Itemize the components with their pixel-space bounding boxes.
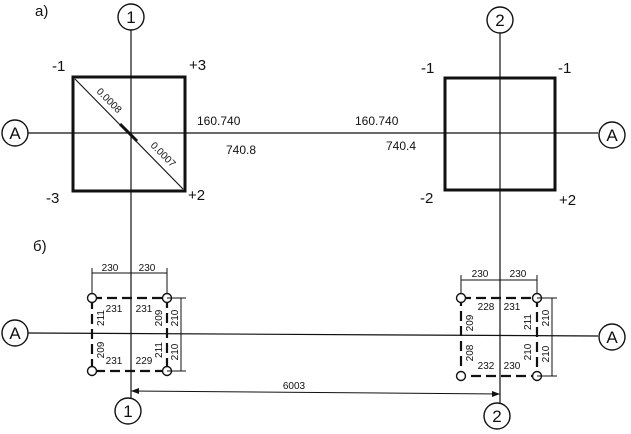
column-1-outline <box>71 75 187 193</box>
span-dimension: 6003 <box>130 381 501 397</box>
dim-left-outer-top: 210 <box>170 309 181 326</box>
svg-text:1: 1 <box>126 8 135 27</box>
dim-right-right-bot: 210 <box>523 343 534 360</box>
dim-right-top-a: 230 <box>472 269 489 280</box>
dim-right-inner-tl: 228 <box>478 302 495 313</box>
dim-left-right-top: 209 <box>154 309 165 326</box>
svg-text:2: 2 <box>492 407 501 426</box>
panel-a-label: а) <box>35 3 48 20</box>
axis-1-bottom-marker: 1 <box>114 397 142 425</box>
elev-right-top: 160.740 <box>355 114 399 128</box>
dim-right-left-bot: 208 <box>465 344 476 361</box>
corner-left-br: +2 <box>188 187 205 204</box>
axis-a-right-marker-bottom: A <box>598 323 626 351</box>
svg-text:A: A <box>9 324 21 343</box>
corner-right-br: +2 <box>559 192 576 209</box>
svg-text:A: A <box>606 328 618 347</box>
dim-right-inner-br: 230 <box>504 361 521 372</box>
dim-right-left-top: 209 <box>465 314 476 331</box>
svg-text:A: A <box>606 126 618 145</box>
diag-left-lower: 0.0007 <box>148 140 178 170</box>
elev-right-bottom: 740.4 <box>386 139 416 153</box>
diag-left-upper: 0.0008 <box>94 86 124 116</box>
column-2-outline <box>443 76 557 192</box>
dim-right-right-top: 211 <box>523 314 534 330</box>
axis-a-line-bottom <box>27 332 599 337</box>
layout-right: 230 230 228 231 232 230 209 208 211 210 … <box>455 269 557 382</box>
dim-right-top-b: 230 <box>510 269 527 280</box>
elev-left-bottom: 740.8 <box>226 143 256 157</box>
dim-left-inner-bl: 231 <box>106 356 123 367</box>
span-value: 6003 <box>283 381 306 392</box>
corner-left-bl: -3 <box>46 190 59 207</box>
dim-left-inner-tr: 231 <box>136 304 153 315</box>
column-1-center-mark <box>118 122 139 143</box>
svg-text:A: A <box>9 124 21 143</box>
axis-2-bottom-marker: 2 <box>483 402 511 430</box>
dim-left-top-b: 230 <box>139 263 156 274</box>
elev-left-top: 160.740 <box>197 114 241 128</box>
dim-left-left-top: 211 <box>96 310 107 326</box>
axis-a-left-marker-top: A <box>1 119 29 147</box>
dim-right-inner-tr: 231 <box>504 302 521 313</box>
svg-text:1: 1 <box>123 402 132 421</box>
dim-left-inner-tl: 231 <box>106 304 123 315</box>
dim-left-left-bot: 209 <box>96 341 107 358</box>
dim-right-outer-top: 210 <box>541 309 552 326</box>
axis-a-left-marker-bottom: A <box>1 319 29 347</box>
dim-left-top-a: 230 <box>102 263 119 274</box>
panel-b-label: б) <box>33 238 47 255</box>
dim-left-outer-bot: 210 <box>170 343 181 360</box>
axis-a-right-marker-top: A <box>598 121 626 149</box>
dim-right-inner-bl: 232 <box>478 361 495 372</box>
corner-left-tl: -1 <box>52 58 65 75</box>
corner-left-tr: +3 <box>189 57 206 74</box>
axis-1-top-marker: 1 <box>117 3 145 31</box>
axis-2-top-marker: 2 <box>486 6 514 34</box>
corner-right-tl: -1 <box>421 60 434 77</box>
corner-right-tr: -1 <box>558 60 571 77</box>
layout-left: 230 230 231 231 231 229 211 209 209 211 … <box>86 263 186 377</box>
dim-right-outer-bot: 210 <box>541 345 552 362</box>
dim-left-inner-br: 229 <box>136 356 153 367</box>
svg-text:2: 2 <box>495 11 504 30</box>
dim-left-right-bot: 211 <box>154 342 165 358</box>
corner-right-bl: -2 <box>420 190 433 207</box>
